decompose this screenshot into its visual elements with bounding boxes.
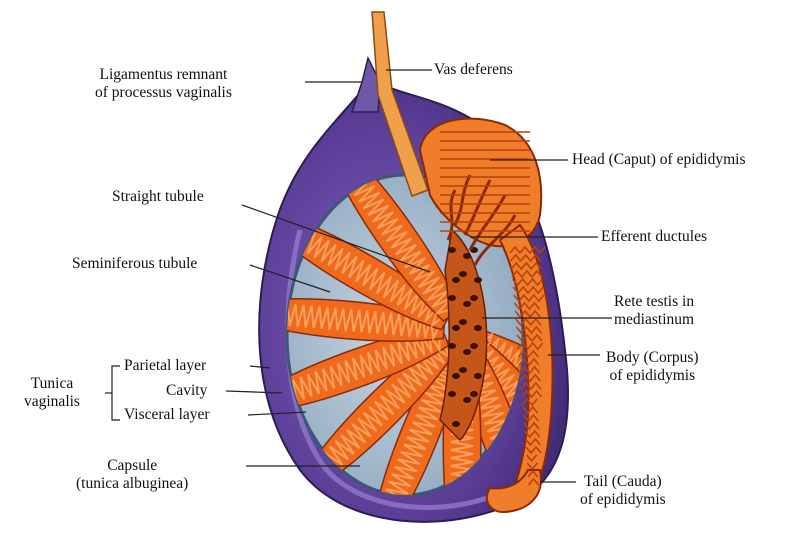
label-seminiferous-tubule: Seminiferous tubule [72, 255, 197, 273]
rete-channel [474, 325, 482, 331]
rete-channel [452, 421, 460, 427]
label-tail-epididymis: Tail (Cauda) of epididymis [580, 473, 666, 509]
label-head-epididymis: Head (Caput) of epididymis [572, 151, 745, 169]
label-tunica-vaginalis: Tunica vaginalis [24, 375, 80, 411]
label-capsule-line1: Capsule [76, 457, 188, 475]
label-ligament: Ligamentus remnant of processus vaginali… [95, 66, 232, 102]
label-straight-tubule: Straight tubule [112, 188, 204, 206]
label-rete-testis: Rete testis in mediastinum [614, 293, 694, 329]
rete-channel [474, 277, 482, 283]
rete-channel [459, 271, 467, 277]
rete-channel [459, 367, 467, 373]
label-cavity: Cavity [166, 382, 207, 400]
rete-channel [448, 295, 456, 301]
label-body-line1: Body (Corpus) [606, 349, 699, 367]
rete-channel [448, 247, 456, 253]
rete-channel [452, 373, 460, 379]
rete-channel [463, 397, 471, 403]
label-parietal-layer: Parietal layer [124, 357, 206, 375]
label-rete-line1: Rete testis in [614, 293, 694, 311]
label-capsule: Capsule (tunica albuginea) [76, 457, 188, 493]
label-ligament-line2: of processus vaginalis [95, 84, 232, 102]
tunica-bracket [112, 366, 120, 420]
rete-channel [470, 343, 478, 349]
rete-channel [452, 325, 460, 331]
rete-channel [448, 391, 456, 397]
label-body-epididymis: Body (Corpus) of epididymis [606, 349, 699, 385]
rete-channel [470, 391, 478, 397]
rete-channel [470, 295, 478, 301]
label-tunica-line1: Tunica [24, 375, 80, 393]
label-efferent-ductules: Efferent ductules [601, 228, 707, 246]
rete-channel [452, 277, 460, 283]
rete-channel [463, 349, 471, 355]
label-body-line2: of epididymis [606, 367, 699, 385]
label-tail-line1: Tail (Cauda) [580, 473, 666, 491]
rete-channel [459, 319, 467, 325]
rete-channel [448, 343, 456, 349]
label-capsule-line2: (tunica albuginea) [76, 475, 188, 493]
label-visceral-layer: Visceral layer [124, 406, 210, 424]
rete-channel [463, 301, 471, 307]
label-rete-line2: mediastinum [614, 311, 694, 329]
label-tunica-line2: vaginalis [24, 393, 80, 411]
label-vas-deferens: Vas deferens [434, 61, 513, 79]
label-tail-line2: of epididymis [580, 491, 666, 509]
label-ligament-line1: Ligamentus remnant [95, 66, 232, 84]
rete-channel [463, 253, 471, 259]
rete-channel [474, 373, 482, 379]
